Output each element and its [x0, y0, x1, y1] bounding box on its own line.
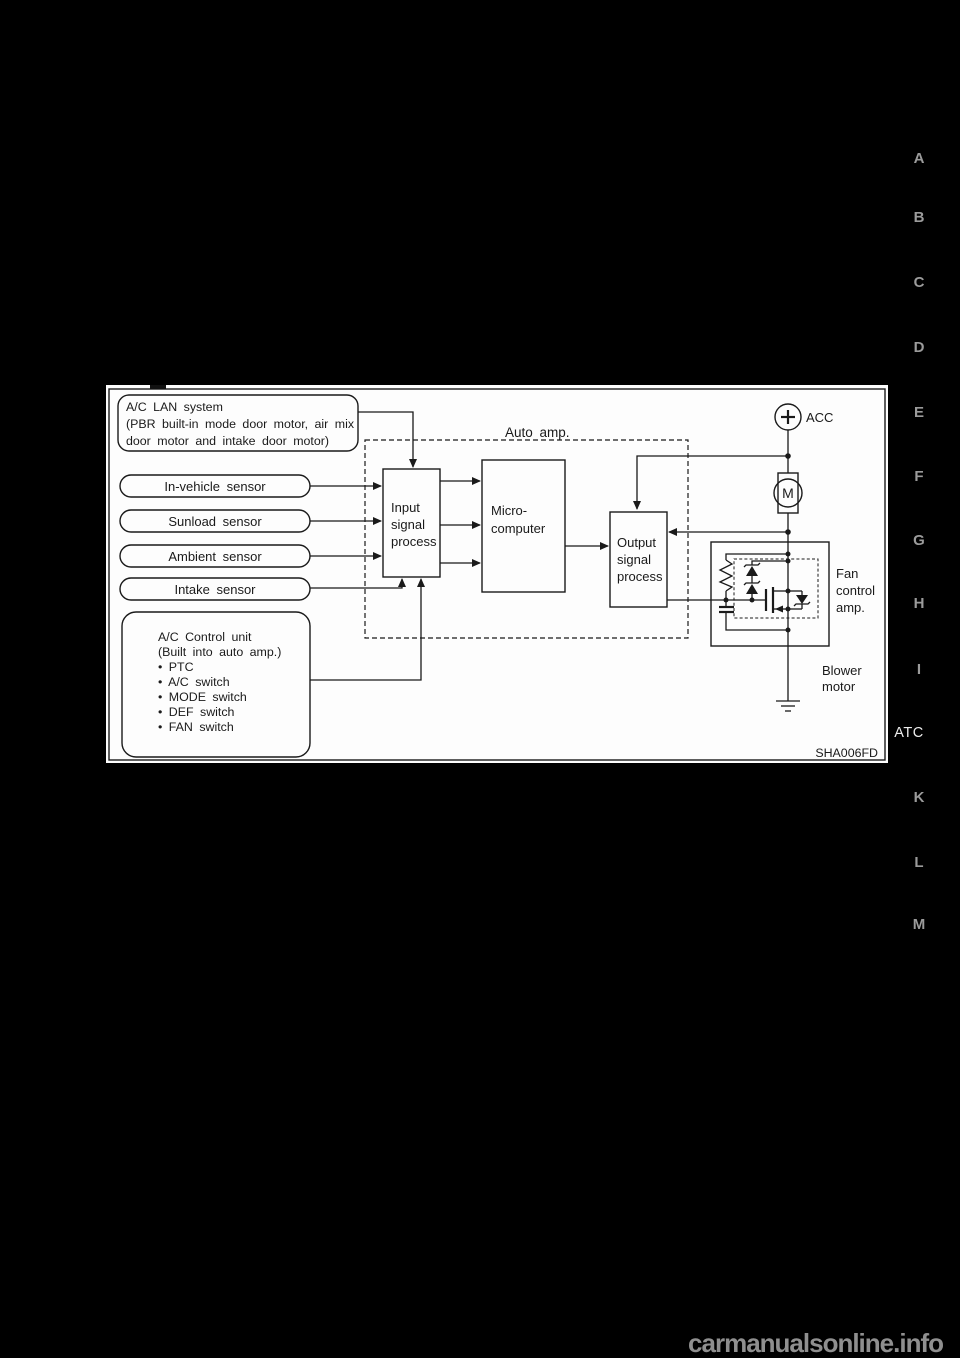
capacitor-symbol	[719, 600, 788, 631]
fan-amp-line: Fan	[836, 566, 858, 581]
blower-line: Blower	[822, 663, 862, 678]
output-line: process	[617, 569, 663, 584]
mosfet-symbol	[764, 587, 788, 613]
blower-motor-symbol: M	[773, 472, 803, 514]
zener-diode-protection	[788, 590, 811, 610]
site-watermark-link[interactable]: carmanualsonline.info	[688, 1328, 944, 1358]
fan-amp-line: amp.	[836, 600, 865, 615]
sensor-label: Ambient sensor	[168, 549, 262, 564]
acc-label: ACC	[806, 410, 833, 425]
control-unit-line: • DEF switch	[158, 705, 235, 719]
sensor-label: Intake sensor	[174, 582, 256, 597]
control-unit-line: A/C Control unit	[158, 630, 252, 644]
blower-line: motor	[822, 679, 856, 694]
section-letter-f: F	[914, 468, 924, 485]
input-line: Input	[391, 500, 420, 515]
block-diagram: A/C LAN system (PBR built-in mode door m…	[108, 385, 886, 761]
lan-line-3: door motor and intake door motor)	[126, 434, 329, 448]
figure-frame	[108, 388, 886, 761]
input-signal-process-box: Input signal process	[382, 468, 441, 578]
input-line: signal	[391, 517, 425, 532]
scan-artifact-tick	[150, 385, 166, 389]
figure-code: SHA006FD	[815, 746, 878, 760]
control-unit-line: • PTC	[158, 660, 194, 674]
ground-symbol	[776, 700, 800, 712]
section-letter-g: G	[913, 532, 925, 549]
output-line: Output	[617, 535, 656, 550]
output-line: signal	[617, 552, 651, 567]
control-unit-line: • MODE switch	[158, 690, 247, 704]
section-letter-h: H	[913, 595, 925, 612]
control-unit-line: (Built into auto amp.)	[158, 645, 281, 659]
zener-diode-pair	[743, 560, 788, 600]
acc-power-source: ACC	[774, 403, 833, 431]
hybrid-ic-dashed-box	[733, 558, 819, 619]
micro-line: Micro-	[491, 503, 527, 518]
output-signal-process-box: Output signal process	[609, 511, 668, 608]
section-letter-k: K	[913, 789, 925, 806]
sensor-label: Sunload sensor	[168, 514, 262, 529]
section-letter-c: C	[913, 274, 925, 291]
section-letter-l: L	[914, 854, 924, 871]
sensor-intake: Intake sensor	[119, 577, 311, 601]
blower-motor-label: Blower motor	[822, 663, 862, 694]
lan-line-1: A/C LAN system	[126, 400, 223, 414]
sensor-sunload: Sunload sensor	[119, 509, 311, 533]
sensor-in-vehicle: In-vehicle sensor	[119, 474, 311, 498]
section-letter-b: B	[913, 209, 925, 226]
fan-amp-line: control	[836, 583, 875, 598]
control-unit-line: • A/C switch	[158, 675, 230, 689]
lan-system-box: A/C LAN system (PBR built-in mode door m…	[117, 394, 359, 452]
figure-panel: A/C LAN system (PBR built-in mode door m…	[106, 385, 888, 763]
connector-wires	[310, 411, 791, 701]
section-letter-e: E	[913, 404, 924, 421]
section-letter-d: D	[913, 339, 925, 356]
section-tab-atc: ATC	[894, 725, 924, 741]
section-letter-a: A	[913, 150, 925, 167]
microcomputer-box: Micro- computer	[481, 459, 566, 593]
auto-amp-dashed-boundary: Auto amp.	[364, 425, 689, 639]
ac-control-unit-box: A/C Control unit (Built into auto amp.) …	[121, 611, 311, 758]
control-unit-line: • FAN switch	[158, 720, 234, 734]
sensor-ambient: Ambient sensor	[119, 544, 311, 568]
lan-line-2: (PBR built-in mode door motor, air mix	[126, 417, 355, 431]
auto-amp-label: Auto amp.	[505, 425, 570, 440]
micro-line: computer	[491, 521, 546, 536]
section-letter-i: I	[916, 661, 922, 678]
input-line: process	[391, 534, 437, 549]
section-letter-m: M	[912, 916, 926, 933]
sensor-label: In-vehicle sensor	[164, 479, 266, 494]
motor-m-label: M	[782, 485, 794, 501]
fan-control-amp: Fan control amp.	[710, 541, 875, 647]
